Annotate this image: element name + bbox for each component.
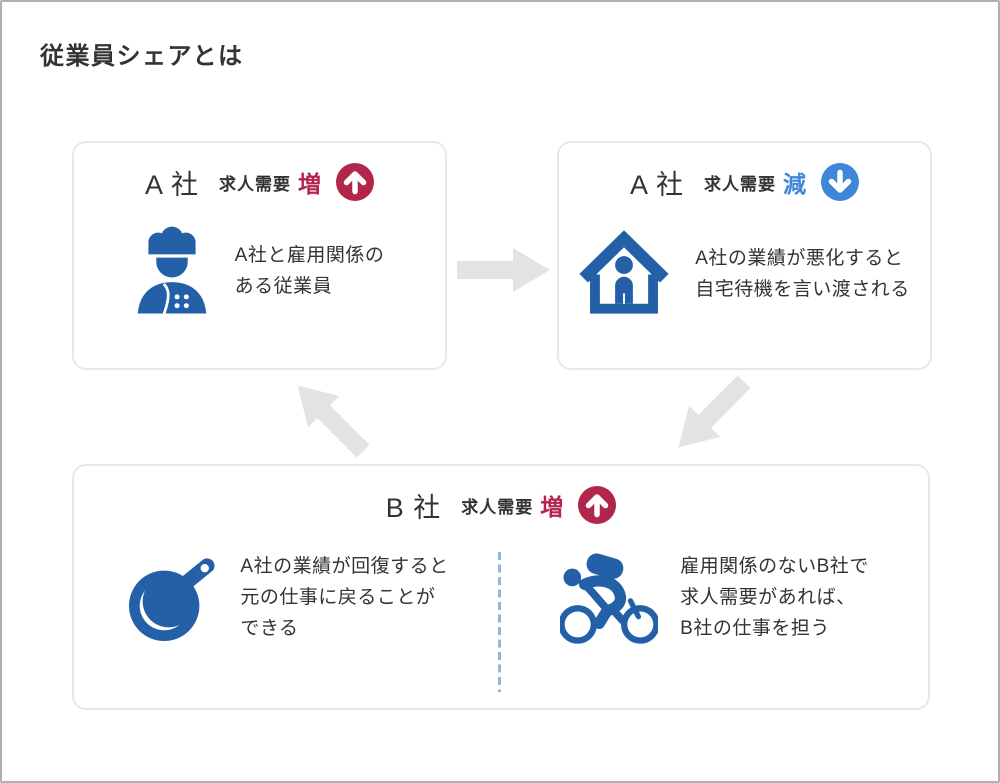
demand-label: 求人需要 xyxy=(704,174,777,194)
card-company-a-decrease: A 社 求人需要 減 xyxy=(557,141,932,370)
arrow-up-circle-icon xyxy=(578,486,617,524)
chef-icon xyxy=(135,226,209,316)
card-a-decrease-header: A 社 求人需要 減 xyxy=(559,162,930,202)
arrow-a-increase-to-a-decrease xyxy=(457,247,551,298)
company-name: B 社 xyxy=(385,492,442,523)
card-b-left-description: A社の業績が回復すると 元の仕事に戻ることが できる xyxy=(240,556,449,639)
card-b-right-description: 雇用関係のないB社で 求人需要があれば、 B社の仕事を担う xyxy=(680,556,869,639)
cyclist-icon xyxy=(560,552,659,644)
arrow-a-decrease-to-b xyxy=(664,368,758,462)
arrow-b-to-a-increase xyxy=(283,371,377,465)
card-b-increase-header: B 社 求人需要 増 xyxy=(74,485,928,525)
demand-change: 増 xyxy=(540,494,564,520)
demand-change: 増 xyxy=(298,171,322,197)
card-company-b-increase: B 社 求人需要 増 xyxy=(72,464,930,710)
card-a-decrease-description: A社の業績が悪化すると 自宅待機を言い渡される xyxy=(695,247,910,300)
page-title: 従業員シェアとは xyxy=(40,43,244,70)
frying-pan-icon xyxy=(126,554,218,642)
demand-label: 求人需要 xyxy=(219,174,292,194)
company-name: A 社 xyxy=(144,169,200,200)
card-a-increase-description: A社と雇用関係の ある従業員 xyxy=(234,245,385,297)
card-b-left-section: A社の業績が回復すると 元の仕事に戻ることが できる xyxy=(74,551,501,644)
demand-label: 求人需要 xyxy=(461,497,534,517)
company-name: A 社 xyxy=(629,169,685,200)
card-a-increase-header: A 社 求人需要 増 xyxy=(74,162,445,202)
arrow-up-circle-icon xyxy=(336,163,375,201)
card-company-a-increase: A 社 求人需要 増 xyxy=(72,141,447,370)
demand-change: 減 xyxy=(783,171,807,197)
arrow-down-circle-icon xyxy=(821,163,860,201)
dashed-divider xyxy=(498,552,501,692)
card-b-right-section: 雇用関係のないB社で 求人需要があれば、 B社の仕事を担う xyxy=(501,551,928,644)
house-person-icon xyxy=(579,226,669,321)
